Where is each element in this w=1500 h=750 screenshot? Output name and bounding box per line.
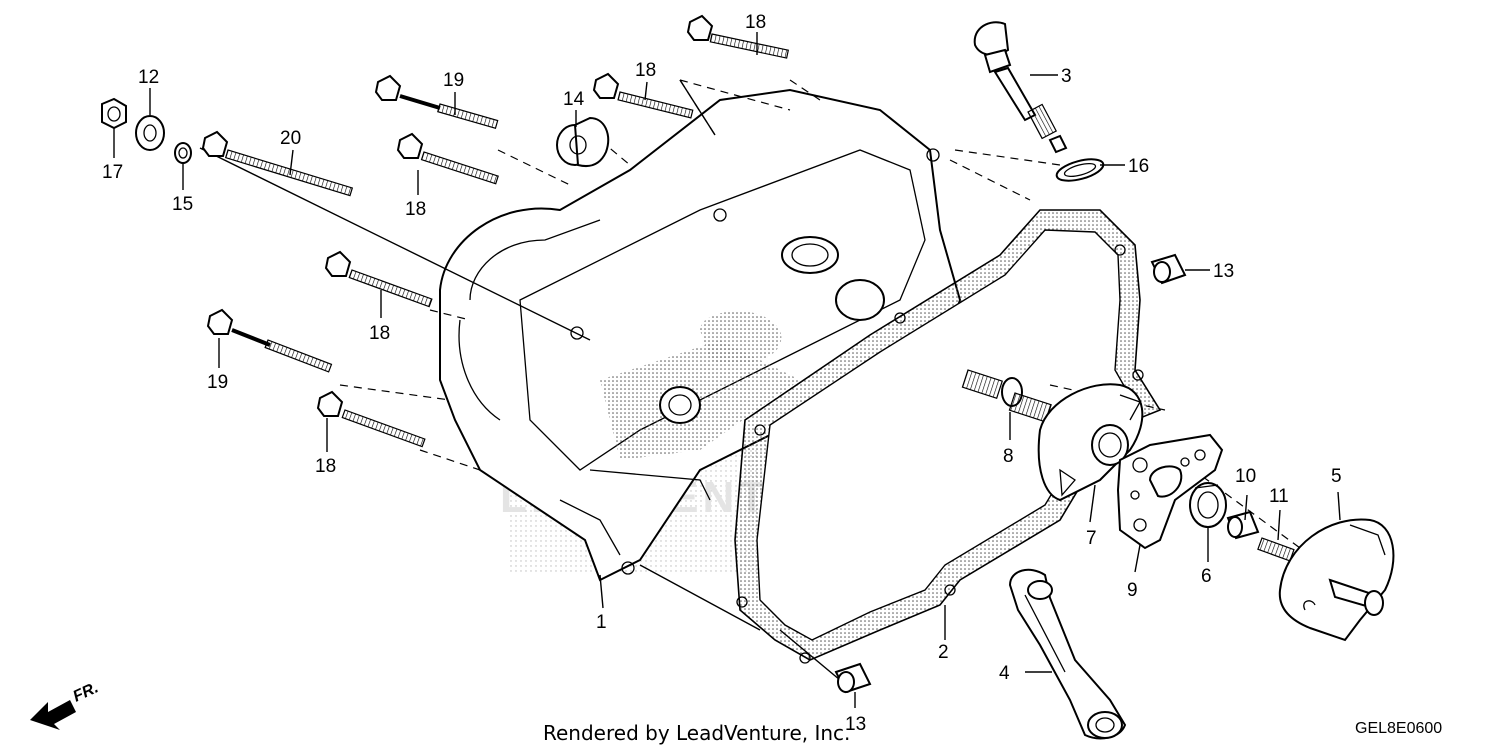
- kick-starter-arm-4: [1008, 568, 1127, 740]
- callout-13-lower: 13: [845, 714, 866, 735]
- callout-15: 15: [172, 194, 193, 215]
- flange-bolt-20: [201, 130, 354, 197]
- callout-1: 1: [596, 612, 607, 633]
- guide-plate-9: [1116, 433, 1224, 550]
- callout-11: 11: [1269, 486, 1289, 507]
- callout-13-upper: 13: [1213, 261, 1234, 282]
- callout-18-upper-left: 18: [405, 199, 426, 220]
- flange-bolt-18-top: [686, 14, 790, 59]
- callout-4: 4: [999, 663, 1010, 684]
- oil-seal-6: [1189, 482, 1227, 528]
- callout-16: 16: [1128, 156, 1149, 177]
- washer-12: [135, 115, 165, 151]
- flange-bolt-18-bottom: [316, 390, 426, 448]
- right-crankcase-cover: [439, 88, 962, 582]
- diagram-code: GEL8E0600: [1355, 720, 1442, 737]
- callout-18-mid: 18: [635, 60, 656, 81]
- callout-2: 2: [938, 642, 949, 663]
- flange-bolt-18-upper-left: [396, 132, 499, 185]
- front-direction-marker: FR.: [30, 679, 101, 730]
- rendered-by-credit: Rendered by LeadVenture, Inc.: [543, 721, 850, 745]
- callout-7: 7: [1086, 528, 1097, 549]
- callout-20: 20: [280, 128, 301, 149]
- callout-19-top: 19: [443, 70, 464, 91]
- flange-bolt-18-left: [324, 250, 433, 308]
- callout-19-bottom: 19: [207, 372, 228, 393]
- callout-10: 10: [1235, 466, 1256, 487]
- stud-bolt-8: [961, 369, 1052, 423]
- bolt-11: [1257, 537, 1295, 562]
- callout-14: 14: [563, 89, 585, 110]
- flange-bolt-19-bottom: [206, 308, 333, 373]
- o-ring-16: [1055, 158, 1105, 182]
- callout-18-bottom: 18: [315, 456, 336, 477]
- dowel-pin-13-lower: [834, 662, 872, 694]
- callout-3: 3: [1061, 66, 1072, 87]
- callout-18-top: 18: [745, 12, 766, 33]
- front-arrow-icon: [30, 700, 76, 730]
- callout-5: 5: [1331, 466, 1342, 487]
- nut-17: [101, 97, 127, 130]
- ratchet-plate-7: [1037, 383, 1144, 502]
- callout-6: 6: [1201, 566, 1212, 587]
- flange-bolt-19-top: [374, 74, 499, 129]
- callout-12: 12: [138, 67, 159, 88]
- oil-filler-cap-3: [973, 21, 1068, 154]
- flange-bolt-18-mid: [592, 72, 694, 119]
- collar-10: [1226, 510, 1260, 540]
- oil-seal-14: [556, 116, 610, 168]
- front-label: FR.: [71, 679, 102, 705]
- callout-17: 17: [102, 162, 123, 183]
- callout-9: 9: [1127, 580, 1138, 601]
- starter-spindle-5: [1278, 518, 1395, 642]
- callout-8: 8: [1003, 446, 1014, 467]
- leader-lines: [113, 32, 1341, 708]
- callout-18-left: 18: [369, 323, 390, 344]
- washer-15: [174, 142, 192, 164]
- callout-labels: 3 16 13 8 7 9 6 10 11 5 4 2 1 13 18 18 1…: [102, 12, 1342, 735]
- dowel-pin-13-upper: [1150, 253, 1187, 285]
